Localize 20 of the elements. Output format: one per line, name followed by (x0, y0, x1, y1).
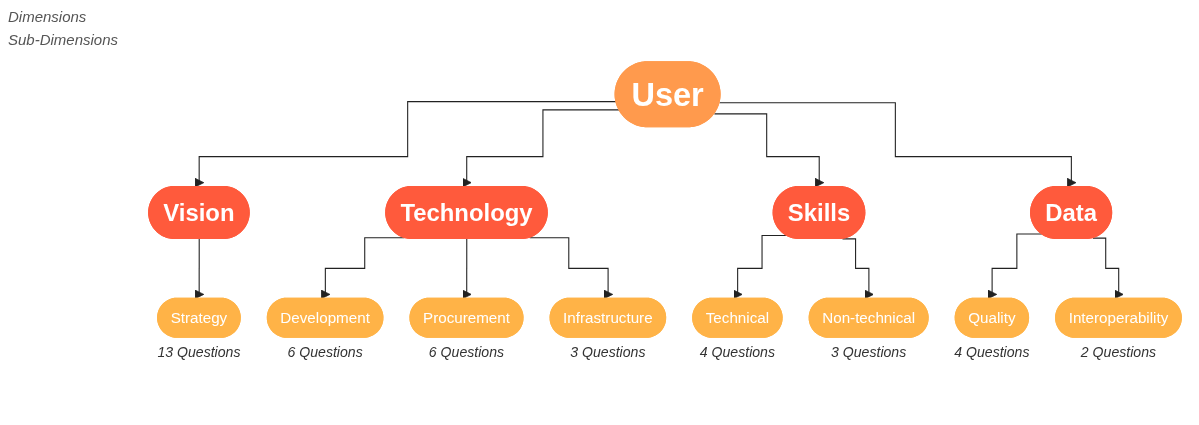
arrow (194, 238, 205, 300)
arrow (194, 101, 617, 188)
question-count: 3 Questions (570, 343, 646, 360)
section-label: Sub-Dimensions (8, 31, 119, 48)
arrow (529, 237, 614, 300)
question-count: 6 Questions (428, 343, 505, 360)
question-count: 4 Questions (699, 343, 775, 360)
arrow (462, 109, 620, 188)
arrow (987, 233, 1043, 300)
question-count: 6 Questions (287, 343, 363, 360)
question-count: 4 Questions (954, 343, 1030, 360)
arrow (320, 237, 405, 300)
question-count: 2 Questions (1080, 343, 1157, 360)
arrow (1092, 237, 1124, 300)
arrow (713, 113, 825, 188)
arrow (462, 238, 472, 300)
arrow (719, 102, 1077, 188)
question-count: 3 Questions (831, 343, 907, 360)
question-count: 13 Questions (157, 343, 241, 360)
section-label: Dimensions (8, 8, 88, 25)
